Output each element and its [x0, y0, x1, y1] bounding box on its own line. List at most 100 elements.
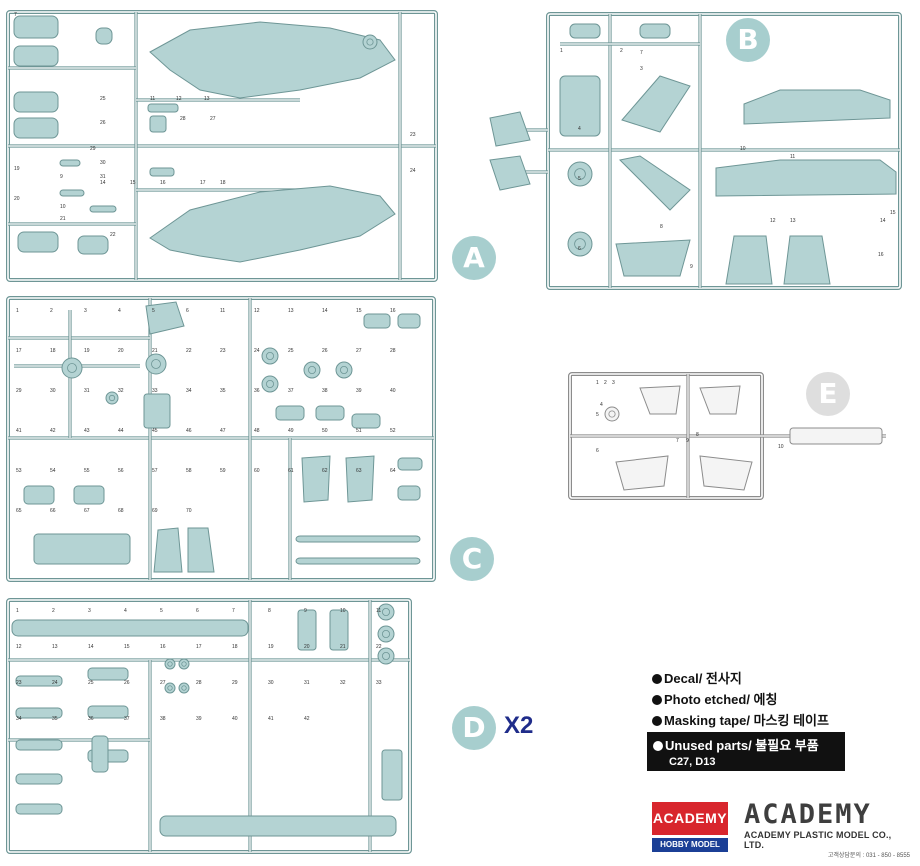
part-number-label: 24 [52, 680, 58, 686]
part [178, 682, 190, 694]
part [335, 361, 353, 379]
part-number-label: 18 [232, 644, 238, 650]
parts-legend: Decal/ 전사지 Photo etched/ 에칭 Masking tape… [652, 668, 852, 731]
part [187, 527, 215, 573]
part-number-label: 10 [740, 146, 746, 152]
part-number-label: 65 [16, 508, 22, 514]
part-number-label: 19 [84, 348, 90, 354]
part-number-label: 31 [100, 174, 106, 180]
part [15, 739, 63, 751]
part-number-label: 69 [152, 508, 158, 514]
part [621, 75, 691, 133]
part-number-label: 24 [410, 168, 416, 174]
part-number-label: 33 [152, 388, 158, 394]
part-number-label: 41 [16, 428, 22, 434]
part-number-label: 13 [52, 644, 58, 650]
part [699, 385, 741, 415]
part-number-label: 10 [340, 608, 346, 614]
part [149, 21, 396, 99]
part-number-label: 33 [376, 680, 382, 686]
part-number-label: 23 [220, 348, 226, 354]
part-number-label: 49 [288, 428, 294, 434]
part [61, 357, 83, 379]
part-number-label: 22 [110, 232, 116, 238]
part [89, 205, 117, 213]
part-number-label: 2 [52, 608, 55, 614]
part-number-label: 28 [196, 680, 202, 686]
bullet-icon [652, 716, 662, 726]
part-number-label: 29 [16, 388, 22, 394]
part-number-label: 9 [686, 438, 689, 444]
part-number-label: 6 [596, 448, 599, 454]
part [301, 455, 331, 503]
part [297, 609, 317, 651]
part-number-label: 26 [124, 680, 130, 686]
part-number-label: 3 [640, 66, 643, 72]
part-number-label: 8 [696, 432, 699, 438]
part [13, 91, 59, 113]
sprue-d-badge: D [452, 706, 496, 750]
part-number-label: 40 [232, 716, 238, 722]
part-number-label: 34 [186, 388, 192, 394]
part-number-label: 40 [390, 388, 396, 394]
part [87, 667, 129, 681]
part [489, 111, 531, 147]
part-number-label: 25 [288, 348, 294, 354]
legend-photo-etched: Photo etched/ 에칭 [652, 689, 852, 710]
part-number-label: 30 [50, 388, 56, 394]
part-number-label: 58 [186, 468, 192, 474]
part-number-label: 14 [322, 308, 328, 314]
part [145, 353, 167, 375]
part-number-label: 17 [200, 180, 206, 186]
part [261, 375, 279, 393]
part-number-label: 17 [196, 644, 202, 650]
part-number-label: 19 [268, 644, 274, 650]
part-number-label: 19 [14, 166, 20, 172]
part [149, 185, 396, 263]
part-number-label: 13 [204, 96, 210, 102]
part-number-label: 16 [160, 644, 166, 650]
part-number-label: 13 [288, 308, 294, 314]
sprue-d-multiplier: X2 [504, 712, 534, 739]
part-number-label: 38 [160, 716, 166, 722]
part-number-label: 9 [304, 608, 307, 614]
part-number-label: 7 [14, 12, 17, 18]
part-number-label: 1 [16, 608, 19, 614]
part [397, 485, 421, 501]
part [153, 527, 183, 573]
part-number-label: 13 [790, 218, 796, 224]
part-number-label: 16 [878, 252, 884, 258]
part-number-label: 48 [254, 428, 260, 434]
part-number-label: 11 [150, 96, 155, 102]
part [17, 231, 59, 253]
part-number-label: 5 [578, 176, 581, 182]
part-number-label: 59 [220, 468, 226, 474]
part-number-label: 60 [254, 468, 260, 474]
part-number-label: 28 [390, 348, 396, 354]
part-number-label: 3 [84, 308, 87, 314]
part-number-label: 52 [390, 428, 396, 434]
part [178, 658, 190, 670]
part-number-label: 11 [220, 308, 225, 314]
part [559, 75, 601, 137]
part [15, 803, 63, 815]
part [13, 45, 59, 67]
part-number-label: 32 [118, 388, 124, 394]
part-number-label: 7 [640, 50, 643, 56]
part [615, 455, 669, 491]
part [615, 239, 691, 277]
part-number-label: 16 [390, 308, 396, 314]
part-number-label: 15 [130, 180, 136, 186]
part [59, 189, 85, 197]
part [105, 391, 119, 405]
part-number-label: 44 [118, 428, 124, 434]
part-number-label: 46 [186, 428, 192, 434]
part-number-label: 14 [100, 180, 106, 186]
part-number-label: 15 [356, 308, 362, 314]
sprue-c-badge: C [450, 537, 494, 581]
part [15, 773, 63, 785]
part [15, 707, 63, 719]
part-number-label: 27 [210, 116, 216, 122]
part [569, 23, 601, 39]
unused-parts-title: Unused parts/ 불필요 부품 [647, 732, 845, 754]
